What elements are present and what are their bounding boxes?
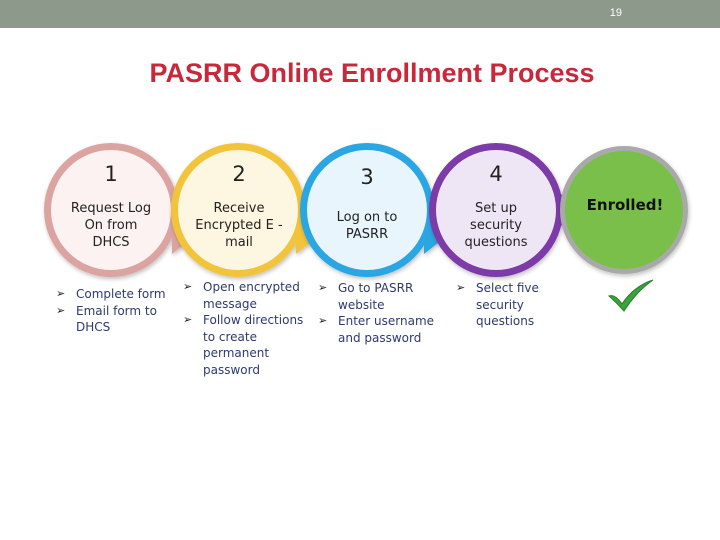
step-4-circle	[429, 143, 584, 277]
step-4-text: 4 Set up security questions	[451, 162, 541, 251]
arrow-bullet-icon: ➢	[183, 280, 193, 293]
step-3-label: Log on to PASRR	[336, 210, 398, 242]
step-2-number: 2	[232, 162, 246, 186]
step-4-number: 4	[489, 162, 503, 186]
page-title: PASRR Online Enrollment Process	[149, 58, 595, 88]
checkmark-icon	[608, 279, 654, 312]
step-4-inner	[436, 150, 556, 270]
step-3-number: 3	[360, 165, 374, 189]
step-3-inner	[307, 150, 427, 270]
step-1-circle	[44, 143, 200, 277]
step-1-text: 1 Request Log On from DHCS	[66, 162, 156, 251]
arrow-bullet-icon: ➢	[183, 313, 193, 326]
list-item: ➢Open encrypted message	[183, 280, 300, 311]
slide-number: 19	[609, 7, 622, 19]
list-item: ➢Select five security questions	[456, 281, 539, 328]
list-item: ➢Enter username and password	[318, 314, 435, 345]
arrow-bullet-icon: ➢	[318, 314, 328, 327]
enrolled-label: Enrolled!	[586, 196, 664, 214]
step-2-inner	[178, 150, 298, 270]
step-3-text: 3 Log on to PASRR	[322, 165, 412, 243]
step-1-inner	[51, 150, 171, 270]
arrow-bullet-icon: ➢	[56, 303, 66, 317]
arrow-bullet-icon: ➢	[318, 281, 328, 294]
step-2-text: 2 Receive Encrypted E -mail	[194, 162, 284, 251]
arrow-bullet-icon: ➢	[456, 281, 466, 294]
step-3-bullets: ➢Go to PASRR website ➢Enter username and…	[318, 280, 438, 346]
arrow-bullet-icon: ➢	[56, 287, 66, 300]
step-1-label: Request Log On from DHCS	[70, 201, 152, 250]
step-1-number: 1	[104, 162, 118, 186]
list-item: ➢Email form to DHCS	[56, 303, 157, 335]
enrolled-fill	[565, 151, 683, 269]
slide-header-bar: 19	[0, 0, 720, 28]
enrolled-circle	[560, 146, 688, 274]
step-4-label: Set up security questions	[464, 201, 528, 250]
step-2-label: Receive Encrypted E -mail	[195, 201, 283, 250]
list-item: ➢Go to PASRR website	[318, 281, 414, 312]
list-item: ➢Complete form	[56, 287, 166, 301]
step-2-bullets: ➢Open encrypted message ➢Follow directio…	[183, 279, 313, 378]
list-item: ➢Follow directions to create permanent p…	[183, 313, 304, 377]
step-4-bullets: ➢Select five security questions	[456, 280, 556, 330]
step-1-bullets: ➢Complete form ➢Email form to DHCS	[56, 286, 176, 336]
